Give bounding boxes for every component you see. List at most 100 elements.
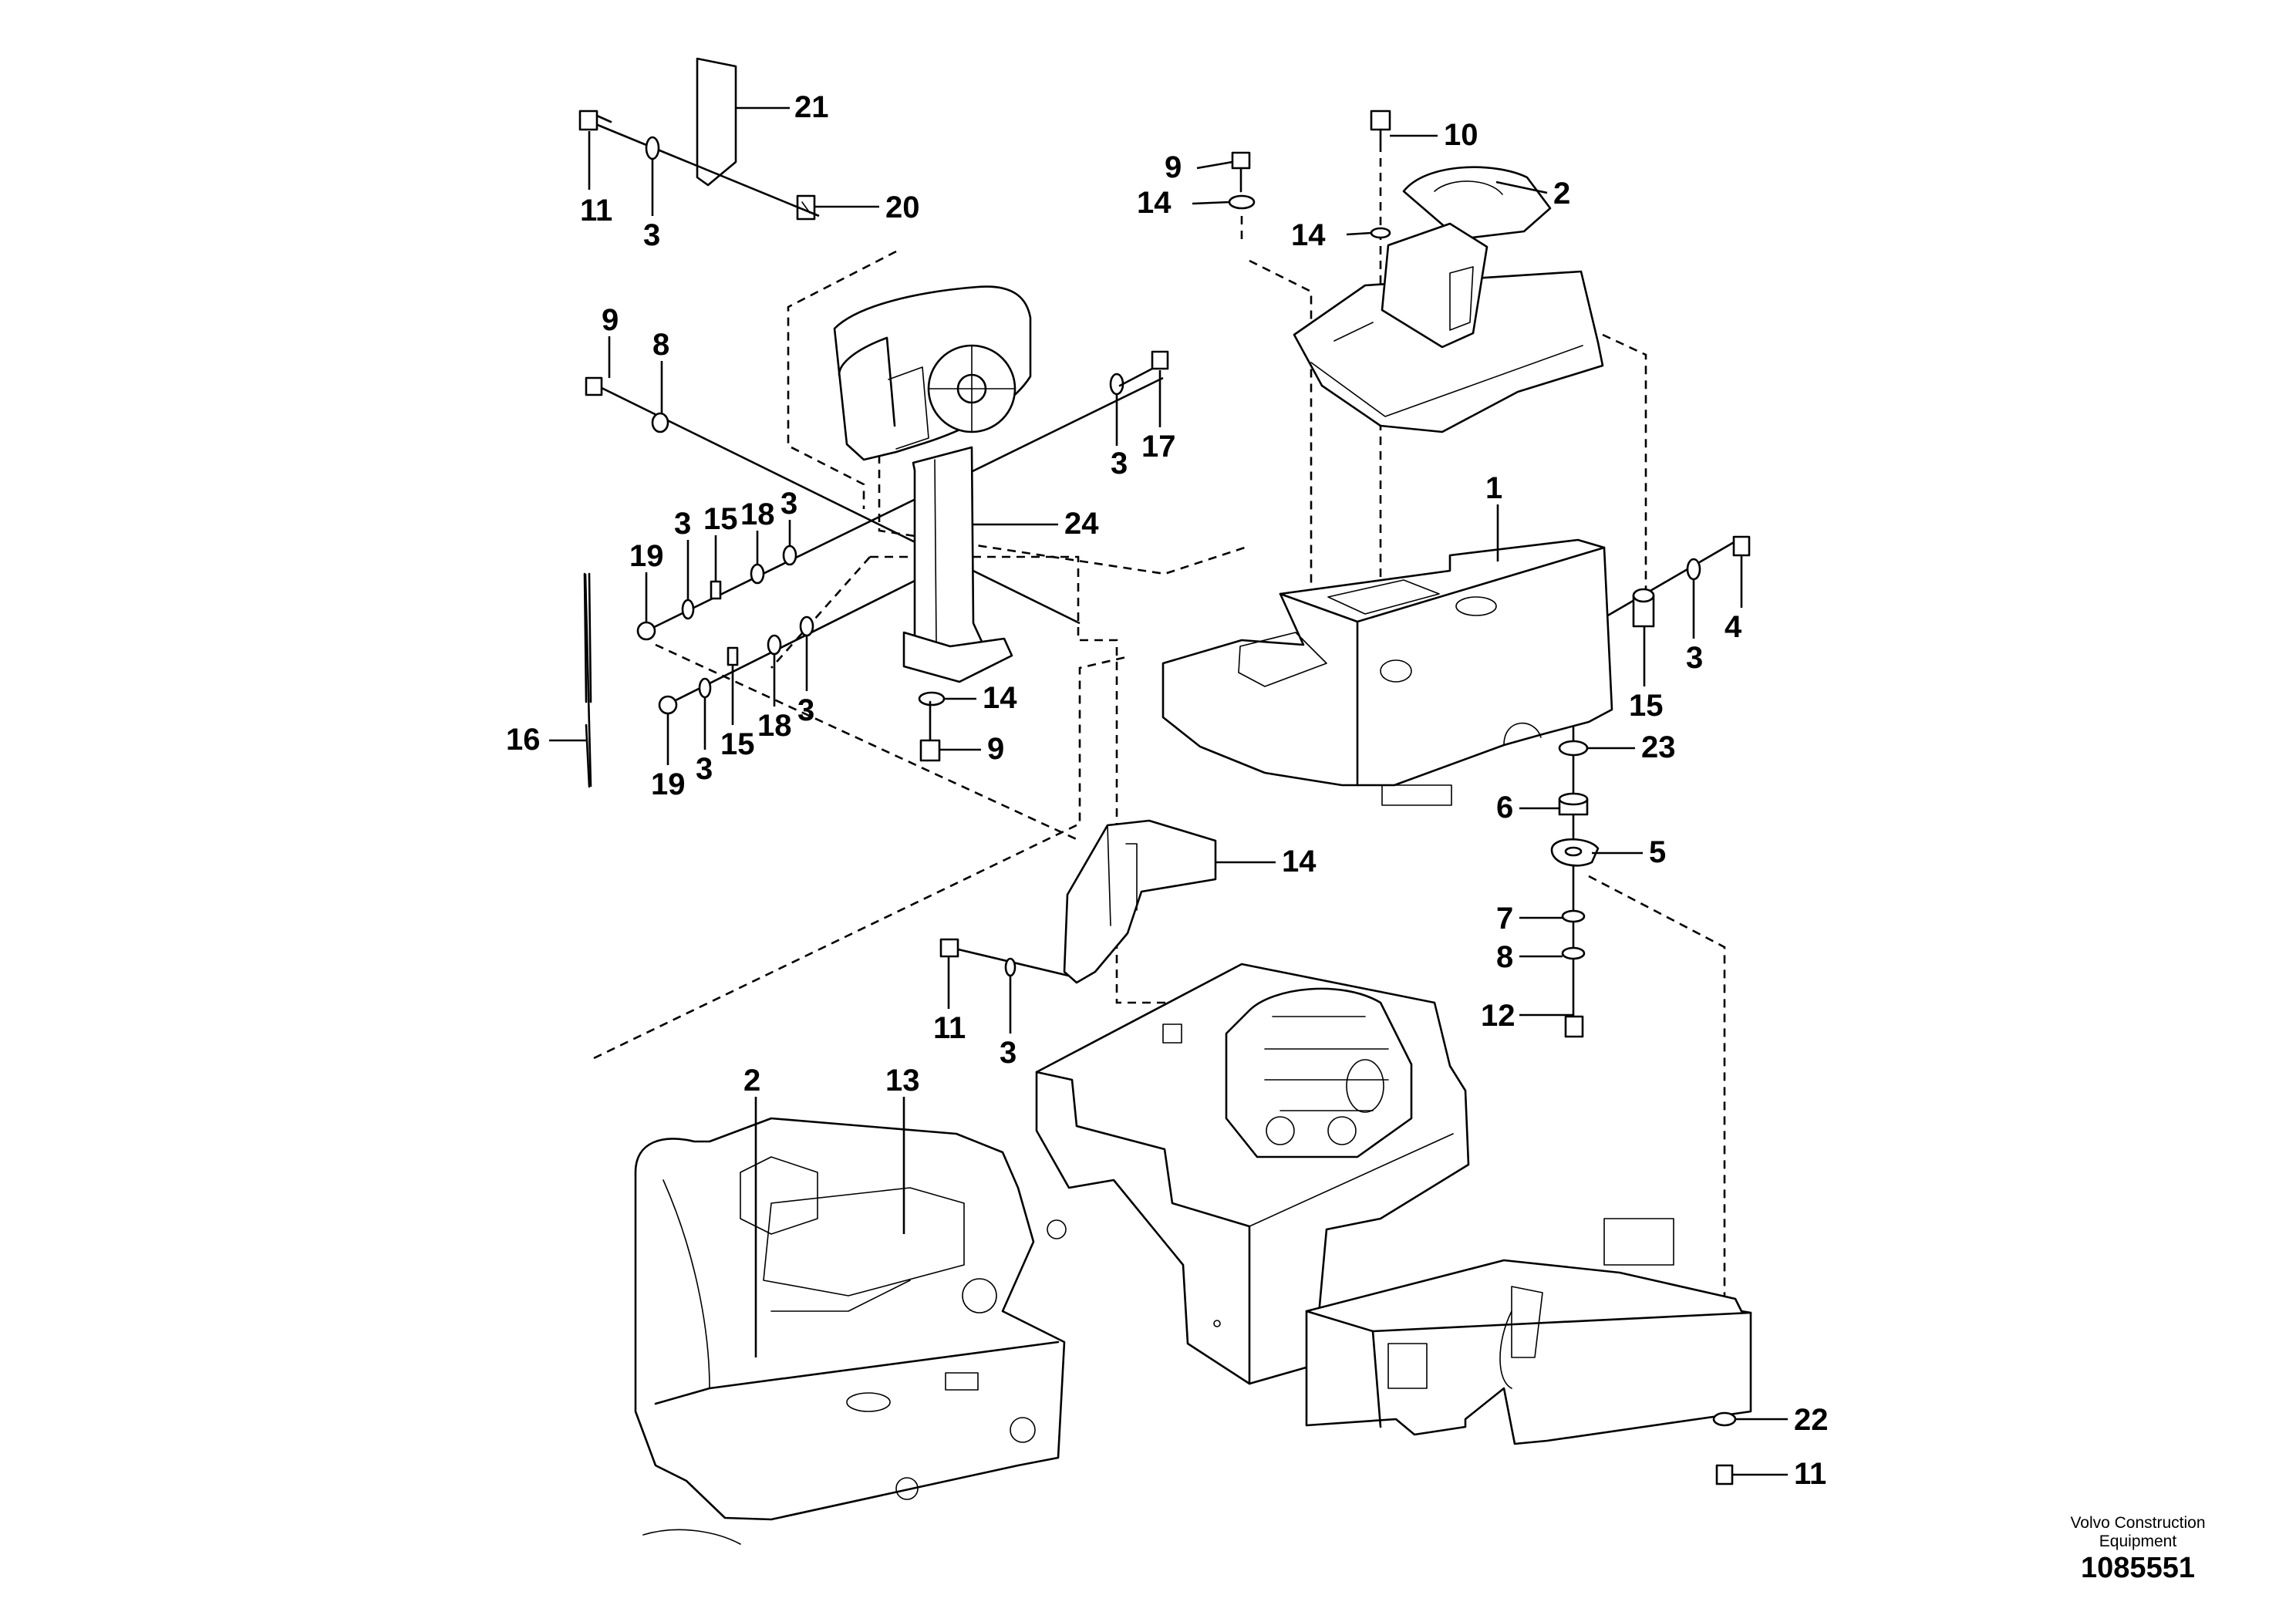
bolt-9-column [919, 700, 941, 762]
washer-8-left [651, 412, 669, 433]
plate-5 [1550, 838, 1600, 867]
clip-15-housing [1632, 588, 1655, 628]
ref-line-left-frame [593, 656, 1127, 1060]
assembly-reference-lines [593, 143, 1726, 1419]
rod-16 [583, 572, 592, 788]
callout-11-top: 11 [580, 194, 612, 228]
callout-8-mount: 8 [1496, 940, 1513, 974]
ref-line-seat-right [1602, 333, 1647, 589]
bushing-6 [1558, 792, 1589, 816]
callout-3-bracket: 3 [1000, 1036, 1017, 1070]
ref-line-mount-right [1588, 875, 1726, 1419]
callout-3-column: 3 [1111, 447, 1128, 481]
callout-8-left: 8 [652, 328, 669, 362]
callout-20: 20 [885, 191, 920, 224]
axis-bolt-9-left [596, 384, 1081, 625]
plate-21 [696, 57, 737, 187]
bolt-12 [1564, 1015, 1584, 1038]
callout-2-detail: 2 [743, 1064, 760, 1098]
callout-3-stack-a: 3 [674, 507, 691, 541]
axis-bolt-11-top [593, 122, 820, 218]
callout-24: 24 [1064, 507, 1099, 541]
bolt-11-rear [1715, 1464, 1734, 1485]
callout-16: 16 [506, 723, 541, 757]
bolt-11-top [578, 110, 612, 131]
ref-line-lower-left [870, 555, 1248, 1004]
engine-detail-view [634, 1117, 1067, 1545]
washer-8-mount [1561, 946, 1586, 960]
steering-column-24 [833, 285, 1032, 683]
bracket-14 [1063, 819, 1217, 984]
axis-bolt-4 [1591, 540, 1736, 626]
callout-9-seat: 9 [1165, 150, 1182, 184]
axis-rod-16 [584, 573, 592, 787]
callout-14-seat-right: 14 [1291, 218, 1326, 252]
callout-18-upper: 18 [740, 497, 775, 531]
bolt-17 [1118, 350, 1169, 387]
bolt-9-seat [1231, 151, 1251, 193]
callout-6: 6 [1496, 791, 1513, 824]
bolt-4 [1732, 535, 1751, 557]
callout-5: 5 [1649, 835, 1666, 869]
washer-3-housing [1686, 558, 1701, 581]
callout-3-stack-d: 3 [696, 752, 713, 786]
leader-9-seat [1196, 160, 1233, 170]
callout-15-lower: 15 [720, 727, 755, 761]
callout-15-upper: 15 [703, 502, 738, 536]
callout-9-column: 9 [987, 732, 1004, 766]
callout-14-seat-left: 14 [1137, 186, 1172, 220]
callout-12: 12 [1481, 999, 1515, 1033]
callout-3-top: 3 [643, 218, 660, 252]
callout-22: 22 [1794, 1403, 1829, 1437]
ref-line-seat-left [1249, 259, 1313, 671]
callout-14-bracket: 14 [1282, 845, 1317, 878]
fastener-stack-lower [658, 615, 814, 715]
callout-10: 10 [1444, 118, 1478, 152]
engine-frame [1035, 963, 1470, 1385]
callout-19-upper: 19 [629, 539, 664, 573]
bolt-11-bracket [939, 938, 959, 958]
callout-17: 17 [1141, 430, 1176, 464]
callout-3-housing: 3 [1686, 641, 1703, 675]
callout-2-seat: 2 [1553, 177, 1570, 211]
callout-9-left: 9 [602, 303, 619, 337]
bolt-9-left [585, 376, 603, 396]
rear-frame [1305, 1218, 1752, 1445]
callout-21: 21 [794, 90, 829, 124]
callout-11-rear: 11 [1794, 1457, 1826, 1491]
callout-7: 7 [1496, 902, 1513, 936]
callout-4: 4 [1725, 610, 1742, 644]
leader-2-seat [1495, 180, 1548, 194]
callout-3-stack-c: 3 [797, 693, 814, 727]
axis-bolt-19-upper [646, 376, 1164, 632]
ref-line-plate-to-column [787, 250, 897, 509]
bolt-10 [1370, 110, 1391, 145]
callout-1: 1 [1485, 471, 1502, 505]
ref-line-column-to-housing [878, 426, 1250, 575]
leader-14-seat-left [1192, 201, 1230, 205]
callout-15-housing: 15 [1629, 689, 1664, 723]
washer-22 [1712, 1411, 1737, 1427]
callout-18-lower: 18 [757, 709, 792, 743]
callout-19-lower: 19 [651, 767, 686, 801]
washer-14-seat-left [1228, 194, 1256, 210]
leader-14-seat-right [1346, 231, 1372, 236]
washer-14-column [918, 691, 946, 706]
washer-3-bracket [1004, 957, 1017, 977]
callout-labels: 21 20 11 3 9 8 17 3 24 3 15 18 3 [506, 90, 1829, 1491]
drawing-number: 1085551 [2081, 1552, 2195, 1584]
ref-line-nuts-to-housing [655, 643, 1081, 842]
ref-line-left-bracket [770, 556, 871, 669]
callout-14-column: 14 [983, 681, 1017, 715]
housing-1 [1161, 538, 1613, 806]
washer-23 [1558, 740, 1589, 757]
company-name: Volvo Construction Equipment [2070, 1514, 2206, 1550]
callout-3-stack-b: 3 [781, 487, 797, 521]
callout-23: 23 [1641, 730, 1676, 764]
callout-11-bracket: 11 [933, 1011, 966, 1045]
callout-13: 13 [885, 1064, 920, 1098]
washer-7 [1561, 909, 1586, 923]
washer-3-top [645, 136, 660, 160]
